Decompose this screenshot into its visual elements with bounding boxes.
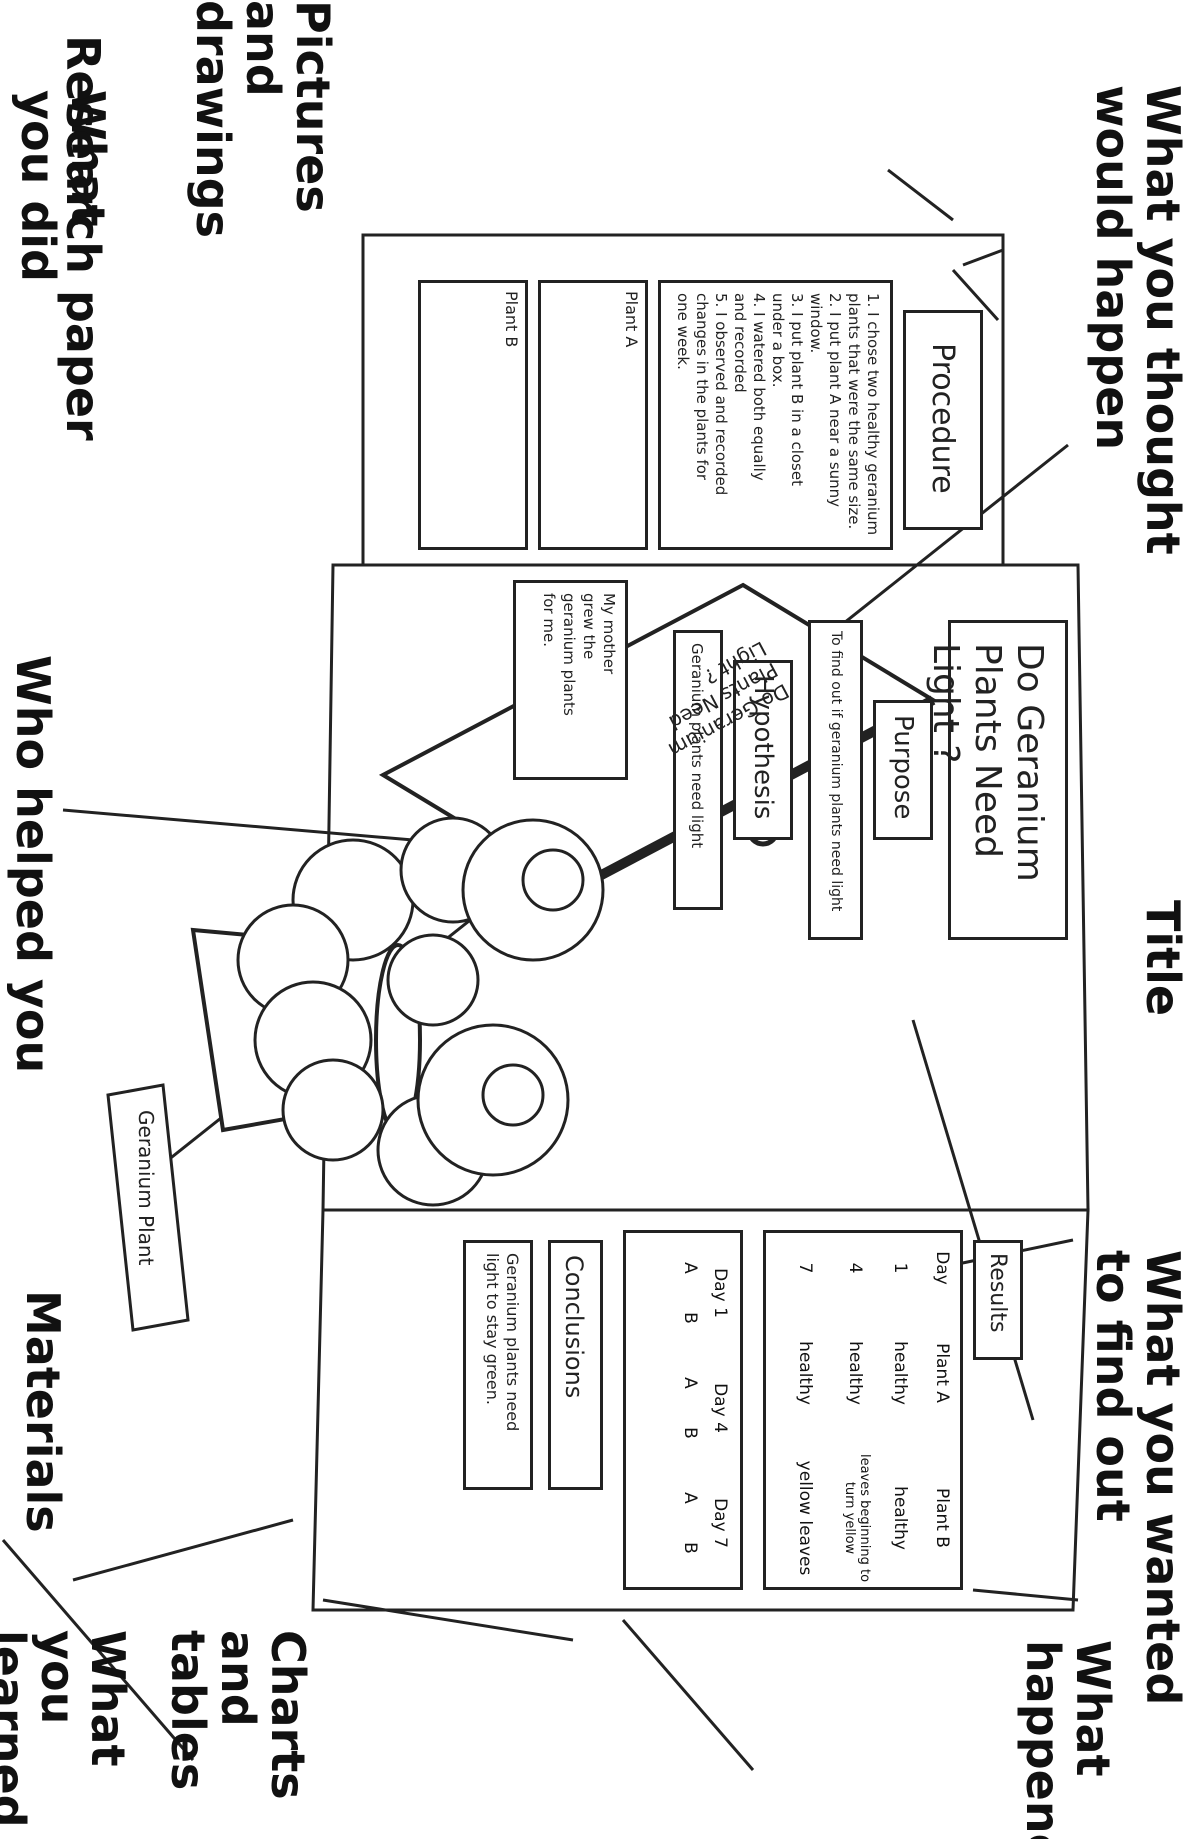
procedure-step: one week. xyxy=(674,293,692,370)
conclusions-heading: Conclusions xyxy=(560,1255,588,1399)
day-a-label: A xyxy=(680,1377,700,1389)
callout-wanted: What you wanted to find out xyxy=(1086,1250,1190,1706)
results-heading: Results xyxy=(985,1253,1010,1333)
day-label: Day 4 xyxy=(710,1383,730,1433)
procedure-step: and recorded xyxy=(731,293,749,393)
callout-research: Research paper xyxy=(56,35,110,441)
results-table: Day Plant A Plant B 1 healthy healthy 4 … xyxy=(763,1230,963,1590)
procedure-step: under a box. xyxy=(769,293,787,388)
materials-tag-shape xyxy=(106,1083,190,1332)
board-title: Do Geranium Plants Need Light ? xyxy=(925,643,1050,882)
procedure-step: 4. I watered both equally xyxy=(750,293,768,481)
table-cell: 7 xyxy=(795,1262,815,1274)
procedure-step: window. xyxy=(807,293,825,354)
geranium-foliage xyxy=(236,816,507,1207)
callout-who-helped: Who helped you xyxy=(6,655,60,1074)
callout-learned: What you learned xyxy=(0,1630,135,1828)
procedure-step: 2. I put plant A near a sunny xyxy=(826,293,844,508)
table-cell: 4 xyxy=(845,1262,865,1274)
day-a-label: A xyxy=(680,1492,700,1504)
purpose-heading: Purpose xyxy=(888,715,918,820)
purpose-text: To find out if geranium plants need ligh… xyxy=(828,631,844,912)
callout-materials: Materials xyxy=(16,1290,70,1533)
day-panels: Day 1 Day 4 Day 7 A B A B A B xyxy=(623,1230,743,1590)
purpose-heading-box: Purpose xyxy=(873,700,933,840)
callout-thought: What you thought would happen xyxy=(1086,85,1190,555)
plant-b-label: Plant B xyxy=(502,291,521,348)
geranium-blooms xyxy=(416,818,605,1177)
title-box: Do Geranium Plants Need Light ? xyxy=(925,620,1068,940)
table-header: Plant A xyxy=(932,1343,952,1403)
table-cell: yellow leaves xyxy=(795,1460,815,1576)
day-label: Day 7 xyxy=(710,1498,730,1548)
helper-box: My mother grew the geranium plants for m… xyxy=(513,580,628,780)
conclusions-text: Geranium plants need light to stay green… xyxy=(483,1253,522,1432)
table-cell: healthy xyxy=(795,1341,815,1405)
table-header: Plant B xyxy=(932,1488,952,1548)
table-cell: healthy xyxy=(890,1341,910,1405)
purpose-text-box: To find out if geranium plants need ligh… xyxy=(808,620,863,940)
procedure-steps-box: 1. I chose two healthy geranium plants t… xyxy=(658,280,893,550)
plant-b-drawing: Plant B xyxy=(418,280,528,550)
results-heading-box: Results xyxy=(973,1240,1023,1360)
procedure-step: 3. I put plant B in a closet xyxy=(788,293,806,486)
procedure-step: 1. I chose two healthy geranium xyxy=(864,293,882,536)
day-a-label: A xyxy=(680,1262,700,1274)
procedure-step: changes in the plants for xyxy=(693,293,711,481)
callout-pictures: Pictures and drawings xyxy=(186,0,340,238)
helper-text: My mother grew the geranium plants for m… xyxy=(540,593,618,716)
table-cell: leaves beginning to turn yellow xyxy=(842,1453,872,1583)
callout-title: Title xyxy=(1136,900,1190,1017)
materials-tag-text: Geranium Plant xyxy=(134,1110,158,1266)
procedure-heading-box: Procedure xyxy=(903,310,983,530)
callout-happened: What happened xyxy=(1016,1640,1120,1839)
conclusions-heading-box: Conclusions xyxy=(548,1240,603,1490)
procedure-step: 5. I observed and recorded xyxy=(712,293,730,496)
table-cell: 1 xyxy=(890,1262,910,1274)
day-b-label: B xyxy=(680,1427,700,1439)
table-cell: healthy xyxy=(890,1486,910,1550)
procedure-steps: 1. I chose two healthy geranium plants t… xyxy=(673,293,882,535)
plant-a-drawing: Plant A xyxy=(538,280,648,550)
table-cell: healthy xyxy=(845,1341,865,1405)
plant-a-label: Plant A xyxy=(622,291,641,348)
callout-charts: Charts and tables xyxy=(161,1630,315,1800)
day-b-label: B xyxy=(680,1542,700,1554)
table-header: Day xyxy=(932,1251,952,1285)
day-label: Day 1 xyxy=(710,1268,730,1318)
right-panel-outline xyxy=(311,1208,1090,1612)
procedure-heading: Procedure xyxy=(925,343,960,494)
conclusions-text-box: Geranium plants need light to stay green… xyxy=(463,1240,533,1490)
day-b-label: B xyxy=(680,1312,700,1324)
procedure-step: plants that were the same size. xyxy=(845,293,863,530)
